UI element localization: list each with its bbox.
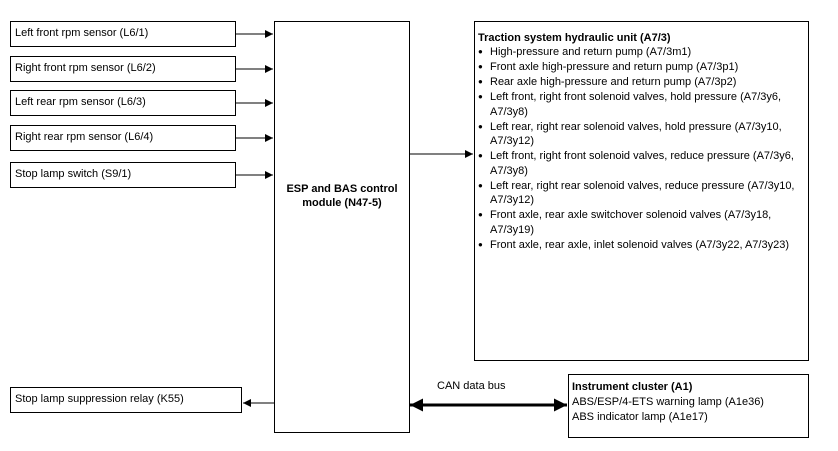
input-box-stop-lamp-switch: Stop lamp switch (S9/1) [10,162,236,188]
input-box-left-rear-rpm-sensor: Left rear rpm sensor (L6/3) [10,90,236,116]
indicator-lamp-label: ABS indicator lamp (A1e17) [572,411,708,423]
instrument-cluster-box: Instrument cluster (A1) ABS/ESP/4-ETS wa… [568,374,809,438]
list-item: Left front, right front solenoid valves,… [478,149,806,178]
input-label: Left front rpm sensor (L6/1) [15,27,149,39]
instrument-cluster-title: Instrument cluster (A1) [572,381,693,393]
input-box-right-rear-rpm-sensor: Right rear rpm sensor (L6/4) [10,125,236,151]
input-label: Stop lamp switch (S9/1) [15,168,132,180]
output-box-stop-lamp-suppression-relay: Stop lamp suppression relay (K55) [10,387,242,413]
list-item: Left front, right front solenoid valves,… [478,90,806,119]
list-item: Front axle high-pressure and return pump… [478,60,806,75]
input-label: Right front rpm sensor (L6/2) [15,62,156,74]
ecu-box: ESP and BAS control module (N47-5) [274,21,410,433]
hydraulic-unit-list: High-pressure and return pump (A7/3m1) F… [478,45,806,252]
input-box-left-front-rpm-sensor: Left front rpm sensor (L6/1) [10,21,236,47]
ecu-title: ESP and BAS control module (N47-5) [275,182,409,210]
list-item: Front axle, rear axle switchover solenoi… [478,208,806,237]
output-label: Stop lamp suppression relay (K55) [15,393,184,405]
ecu-title-line2: module (N47-5) [302,197,382,209]
ecu-title-line1: ESP and BAS control [286,183,398,195]
list-item: Left rear, right rear solenoid valves, r… [478,179,806,208]
input-label: Right rear rpm sensor (L6/4) [15,131,154,143]
list-item: Rear axle high-pressure and return pump … [478,75,806,90]
input-label: Left rear rpm sensor (L6/3) [15,96,146,108]
warning-lamp-label: ABS/ESP/4-ETS warning lamp (A1e36) [572,396,764,408]
list-item: Front axle, rear axle, inlet solenoid va… [478,238,806,253]
hydraulic-unit-box: Traction system hydraulic unit (A7/3) Hi… [474,21,809,361]
list-item: Left rear, right rear solenoid valves, h… [478,120,806,149]
can-bus-label: CAN data bus [437,380,506,392]
list-item: High-pressure and return pump (A7/3m1) [478,45,806,60]
input-box-right-front-rpm-sensor: Right front rpm sensor (L6/2) [10,56,236,82]
hydraulic-unit-title: Traction system hydraulic unit (A7/3) [478,32,671,44]
